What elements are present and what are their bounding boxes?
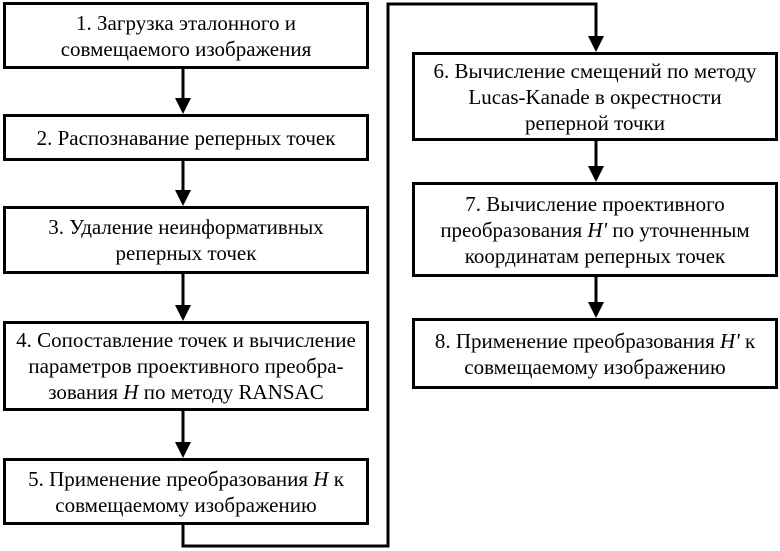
- step-7-text-a: преобразования: [440, 217, 583, 242]
- step-8-line-1: 8. Применение преобразования H' к: [435, 328, 755, 354]
- arrowhead-7-8: [588, 302, 604, 318]
- step-8-symbol-h-prime: H': [720, 328, 740, 353]
- step-2-line-1: 2. Распознавание реперных точек: [36, 125, 336, 150]
- step-1-line-1: 1. Загрузка эталонного и: [76, 10, 296, 35]
- step-5-line-2: совмещаемому изображению: [55, 492, 317, 517]
- arrowhead-6-7: [588, 166, 604, 182]
- step-5-symbol-h: H: [313, 466, 329, 491]
- step-7-line-1: 7. Вычисление проективного: [465, 191, 725, 216]
- step-7-symbol-h-prime: H': [587, 217, 608, 242]
- step-6-box: 6. Вычисление смещений по методу Lucas-K…: [412, 52, 778, 141]
- arrowhead-5-6: [588, 36, 604, 52]
- arrowhead-2-3: [175, 190, 191, 206]
- step-6-line-3: реперной точки: [525, 110, 665, 135]
- step-5-text-a: 5. Применение преобразования: [28, 466, 309, 491]
- step-8-box: 8. Применение преобразования H' к совмещ…: [412, 318, 778, 389]
- step-7-text-b: по уточненным: [612, 217, 750, 242]
- step-2-box: 2. Распознавание реперных точек: [3, 114, 369, 161]
- step-8-line-2: совмещаемому изображению: [464, 354, 726, 379]
- step-4-text-a: зования: [48, 380, 119, 404]
- step-6-line-1: 6. Вычисление смещений по методу: [433, 58, 757, 83]
- step-3-box: 3. Удаление неинформативных реперных точ…: [3, 206, 369, 274]
- step-3-line-2: реперных точек: [115, 241, 257, 265]
- step-5-line-1: 5. Применение преобразования H к: [28, 466, 344, 492]
- step-8-text-b: к: [744, 328, 756, 353]
- step-8-text-a: 8. Применение преобразования: [434, 328, 715, 353]
- step-3-line-1: 3. Удаление неинформативных: [48, 215, 324, 239]
- step-5-text-b: к: [333, 466, 344, 491]
- step-7-box: 7. Вычисление проективного преобразовани…: [412, 182, 778, 277]
- step-4-text-b: по методу RANSAC: [143, 380, 324, 404]
- step-4-box: 4. Сопоставление точек и вычисление пара…: [3, 321, 369, 411]
- step-4-line-3: зования H по методу RANSAC: [48, 379, 323, 405]
- step-4-symbol-h: H: [123, 380, 139, 404]
- arrowhead-1-2: [175, 98, 191, 114]
- step-7-line-3: координатам реперных точек: [464, 243, 726, 268]
- step-7-line-2: преобразования H' по уточненным: [440, 217, 749, 243]
- arrow-5-6: [181, 2, 598, 548]
- step-1-line-2: совмещаемого изображения: [60, 36, 312, 61]
- step-6-line-2: Lucas-Kanade в окрестности: [468, 84, 722, 109]
- step-1-box: 1. Загрузка эталонного и совмещаемого из…: [3, 2, 369, 69]
- step-5-box: 5. Применение преобразования H к совмеща…: [3, 458, 369, 525]
- arrowhead-3-4: [175, 305, 191, 321]
- arrowhead-4-5: [175, 442, 191, 458]
- step-4-line-1: 4. Сопоставление точек и вычисление: [16, 328, 356, 352]
- step-4-line-2: параметров проективного преобра-: [28, 354, 344, 378]
